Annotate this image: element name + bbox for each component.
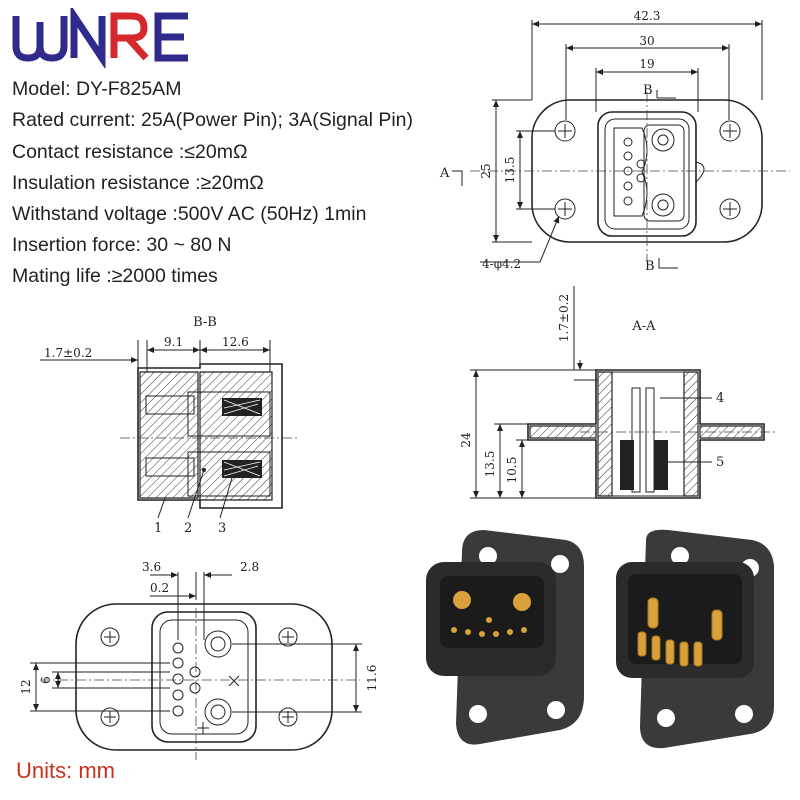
- top-power-pin-2: [651, 193, 675, 217]
- bb-dim-offset: 1.7±0.2: [44, 346, 92, 360]
- bottom-view: 3.6 2.8 0.2 12 6 11.6: [19, 560, 379, 760]
- dim-height: 25: [479, 163, 493, 178]
- product-photo-female: [426, 530, 584, 745]
- female-signal-pins: [451, 617, 527, 637]
- spec-mating-life: Mating life :≥2000 times: [12, 265, 218, 287]
- bottom-dim-right: 11.6: [365, 665, 379, 692]
- aa-callout-5: 5: [716, 455, 724, 470]
- bb-dim-left: 9.1: [164, 335, 183, 349]
- spec-insertion-force: Insertion force: 30 ~ 80 N: [12, 234, 232, 256]
- dim-overall-width: 42.3: [634, 9, 661, 23]
- dim-inner-width: 19: [639, 57, 654, 71]
- aa-dim-h1: 13.5: [483, 451, 497, 478]
- bottom-dim-small: 6: [39, 676, 53, 684]
- section-b-marker-bottom: B: [645, 259, 655, 274]
- brand-logo: [12, 4, 192, 70]
- section-a-marker: A: [439, 166, 450, 181]
- aa-callout-4: 4: [716, 391, 724, 406]
- section-b-marker-top: B: [643, 83, 653, 98]
- bb-callout-3: 3: [218, 521, 226, 536]
- dim-hole-offset: 13.5: [503, 157, 517, 184]
- spec-rated-current: Rated current: 25A(Power Pin); 3A(Signal…: [12, 109, 414, 131]
- top-mounting-holes: [554, 120, 741, 220]
- hole-callout: 4-φ4.2: [482, 257, 521, 271]
- wnre-logo-icon: [12, 4, 188, 70]
- bb-callout-1: 1: [154, 521, 162, 536]
- bb-dim-right: 12.6: [222, 335, 249, 349]
- bottom-dim-height: 12: [19, 679, 33, 694]
- product-photo-male: [616, 529, 774, 749]
- male-pins: [637, 597, 723, 667]
- bottom-dim-b: 0.2: [150, 581, 169, 595]
- section-aa-title: A-A: [631, 319, 656, 334]
- section-aa: A-A 24 13.5 10.5 1.7±0.2 4 5: [459, 286, 776, 499]
- aa-dim-h2: 10.5: [505, 457, 519, 484]
- bottom-mounting-holes: [100, 627, 298, 727]
- section-bb-title: B-B: [193, 315, 217, 330]
- top-power-pin-1: [651, 128, 675, 152]
- units-label: Units: mm: [16, 758, 115, 783]
- bb-contact-springs: [222, 398, 262, 478]
- bottom-signal-pins: [172, 642, 201, 717]
- bottom-power-pin-1: [204, 630, 232, 658]
- aa-wall-left-hatch: [597, 371, 613, 497]
- top-view: 42.3 30 19 25 13.5 A B B 4-φ4.2: [439, 9, 790, 274]
- bottom-dim-a: 3.6: [142, 560, 161, 574]
- aa-dim-offset: 1.7±0.2: [557, 294, 571, 342]
- aa-dim-total-height: 24: [459, 432, 473, 448]
- spec-contact-resistance: Contact resistance :≤20mΩ: [12, 141, 248, 163]
- spec-model: Model: DY-F825AM: [12, 78, 182, 100]
- spec-insulation-resistance: Insulation resistance :≥20mΩ: [12, 172, 264, 194]
- bottom-power-pin-2: [204, 698, 232, 726]
- bb-housing-hatch: [139, 371, 199, 499]
- bb-callout-2: 2: [184, 521, 192, 536]
- bottom-dim-c: 2.8: [240, 560, 259, 574]
- spec-withstand-voltage: Withstand voltage :500V AC (50Hz) 1min: [12, 203, 367, 225]
- dim-mid-width: 30: [639, 34, 654, 48]
- section-bb: B-B 1.7±0.2 9.1 12.6 1 2 3: [40, 315, 300, 536]
